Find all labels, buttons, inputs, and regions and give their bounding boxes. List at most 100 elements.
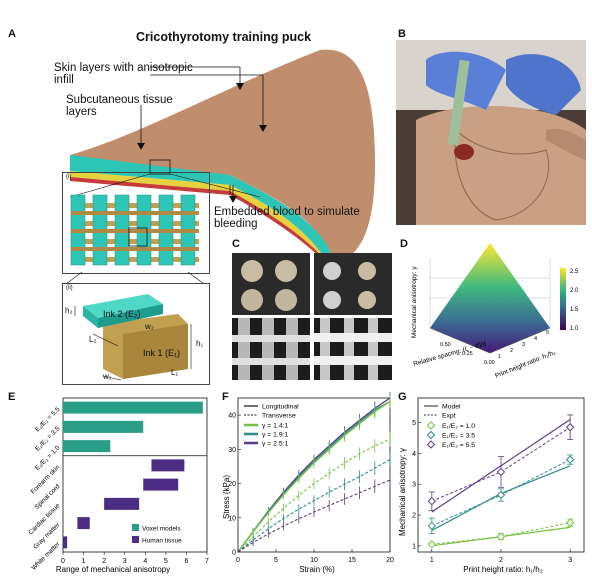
h1-label: h₁: [196, 339, 204, 348]
g-ytick-label-2: 3: [412, 482, 416, 489]
f-xtick-label-3: 15: [348, 557, 356, 564]
e-xtick-label-5: 5: [164, 558, 168, 565]
zoom-lines-ii: [65, 272, 205, 284]
puck-skin-surface: [70, 49, 375, 265]
e-bar-2: [63, 440, 111, 453]
f-ytick-label-1: 10: [228, 515, 236, 522]
g-xlabel: Print height ratio: h₁/h₂: [463, 565, 543, 574]
e-xtick-label-7: 7: [205, 558, 209, 565]
g-point-2-0: [427, 496, 437, 506]
y-tick-2: 2: [510, 348, 513, 354]
g-ytick-label-0: 1: [412, 543, 416, 550]
e-bar-5: [104, 497, 140, 510]
e-bar-1: [63, 420, 144, 433]
f-legend-series-1: γ = 1.4:1: [262, 423, 288, 430]
g-ylabel: Mechanical anisotropy: γ: [398, 448, 407, 536]
e-bar-4: [143, 478, 179, 491]
e-bar-3: [151, 459, 185, 472]
w1-label: w₁: [103, 372, 112, 381]
f-legend-transverse: Transverse: [262, 413, 296, 420]
e-xtick-label-2: 2: [102, 558, 106, 565]
e-legend-human: Human tissue: [142, 538, 182, 545]
chart-f-stress-strain: 0 5 10 15 20 0 10 20 30 40 Longitudinal Transvers…: [222, 392, 394, 574]
g-legend-series-2: E₁/E₂ = 3.5: [442, 433, 475, 440]
f-ytick-label-0: 0: [232, 550, 236, 557]
g-legend-series-1: E₁/E₂ = 1.0: [442, 423, 475, 430]
panel-f-label: F: [222, 391, 229, 403]
g-legend-model: Model: [442, 404, 461, 411]
cb-tick-2: 2.0: [570, 288, 579, 294]
d-ylabel: Print height ratio: h₁/h₂: [494, 349, 557, 380]
g-point-1-0: [427, 521, 437, 531]
g-point-0-2: [565, 518, 575, 527]
unit-cell-illustration: [74, 294, 192, 381]
g-point-0-0: [427, 540, 437, 549]
panel-e-label: E: [8, 391, 16, 403]
e-xtick-label-6: 6: [184, 558, 188, 565]
g-ytick-label-1: 2: [412, 513, 416, 520]
f-xtick-label-1: 5: [274, 557, 278, 564]
y-tick-4: 4: [534, 336, 537, 342]
blood-annotation: Embedded blood to simulate bleeding: [214, 206, 360, 230]
panel-d-label: D: [400, 238, 408, 250]
w2-label: w₂: [145, 322, 154, 331]
e-bar-0: [63, 401, 203, 414]
e-legend-human-swatch: [132, 536, 139, 543]
puck-subq-layer: [70, 171, 334, 271]
f-legend-longitudinal: Longitudinal: [262, 404, 299, 411]
subcutaneous-annotation: Subcutaneous tissue layers: [66, 94, 173, 118]
panel-a-label: A: [8, 28, 16, 40]
x-tick-1: 0.50: [440, 342, 451, 348]
panel-c-label: C: [232, 238, 240, 250]
e-legend-voxel-swatch: [132, 524, 139, 531]
f-ytick-label-3: 30: [228, 447, 236, 454]
f-ytick-label-4: 40: [228, 413, 236, 420]
e-xtick-label-3: 3: [123, 558, 127, 565]
g-point-1-1: [496, 490, 506, 500]
cb-tick-3: 1.5: [570, 307, 579, 313]
inset-i-label: (i): [66, 174, 72, 180]
skin-layers-annotation: Skin layers with anisotropic infill: [54, 62, 193, 86]
e-xtick-label-1: 1: [82, 558, 86, 565]
g-legend-series-3: E₁/E₂ = 5.5: [442, 442, 475, 449]
panel-g-label: G: [398, 391, 407, 403]
inset-ii-label: (ii): [66, 285, 73, 291]
g-point-2-1: [496, 467, 506, 477]
h2-label: h₂: [65, 306, 73, 315]
e-xtick-label-4: 4: [143, 558, 147, 565]
e-xtick-label-0: 0: [61, 558, 65, 565]
f-xtick-label-4: 20: [386, 557, 394, 564]
e-bar-6: [77, 517, 90, 530]
e-bar-7: [63, 536, 68, 549]
e-xlabel: Range of mechanical anisotropy: [56, 565, 170, 574]
panel-a-title: Cricothyrotomy training puck: [136, 30, 312, 44]
f-legend-series-3: γ = 2.5:1: [262, 441, 288, 448]
puck-infill-layer: [70, 155, 330, 267]
chart-e-anisotropy-ranges: E₁/E₂ = 5.5E₁/E₂ = 3.5E₁/E₂ = 1.0Forearm…: [27, 397, 209, 574]
l2-label: L₂: [89, 335, 97, 344]
g-point-1-2: [565, 455, 575, 464]
surface-plot: 2.5 2.0 1.5 1.0 0.50 0.25 0.00 1 2 3 4 5…: [411, 243, 579, 380]
g-point-2-2: [565, 423, 575, 432]
e-axes-frame: [62, 397, 208, 553]
y-tick-3: 3: [522, 342, 525, 348]
l1-label: L₁: [171, 368, 179, 377]
inset-unit-cell-box: (ii) h₂ w₂ L₂ h₁ w₁ L₁ Ink 2 (E₂) Ink 1 …: [62, 283, 210, 385]
f-xtick-label-2: 10: [310, 557, 318, 564]
photo-training-scene: [396, 40, 586, 225]
e-legend-voxel: Voxel models: [142, 526, 181, 533]
g-point-0-1: [496, 532, 506, 541]
g-ytick-label-3: 4: [412, 451, 416, 458]
y-tick-5: 5: [546, 330, 549, 336]
f-xtick-label-0: 0: [236, 557, 240, 564]
f-ylabel: Stress (kPa): [222, 475, 231, 519]
puck-blood-layer: [70, 177, 336, 274]
f-ytick-label-2: 20: [228, 481, 236, 488]
panel-b-label: B: [398, 28, 406, 40]
lattice-illustration: [70, 194, 199, 266]
ink1-label: Ink 1 (E₁): [143, 348, 181, 358]
g-xtick-label-2: 3: [568, 557, 572, 564]
g-expt-line-0: [431, 522, 571, 545]
f-legend-series-2: γ = 1.9:1: [262, 432, 288, 439]
y-tick-1: 1: [498, 354, 501, 360]
